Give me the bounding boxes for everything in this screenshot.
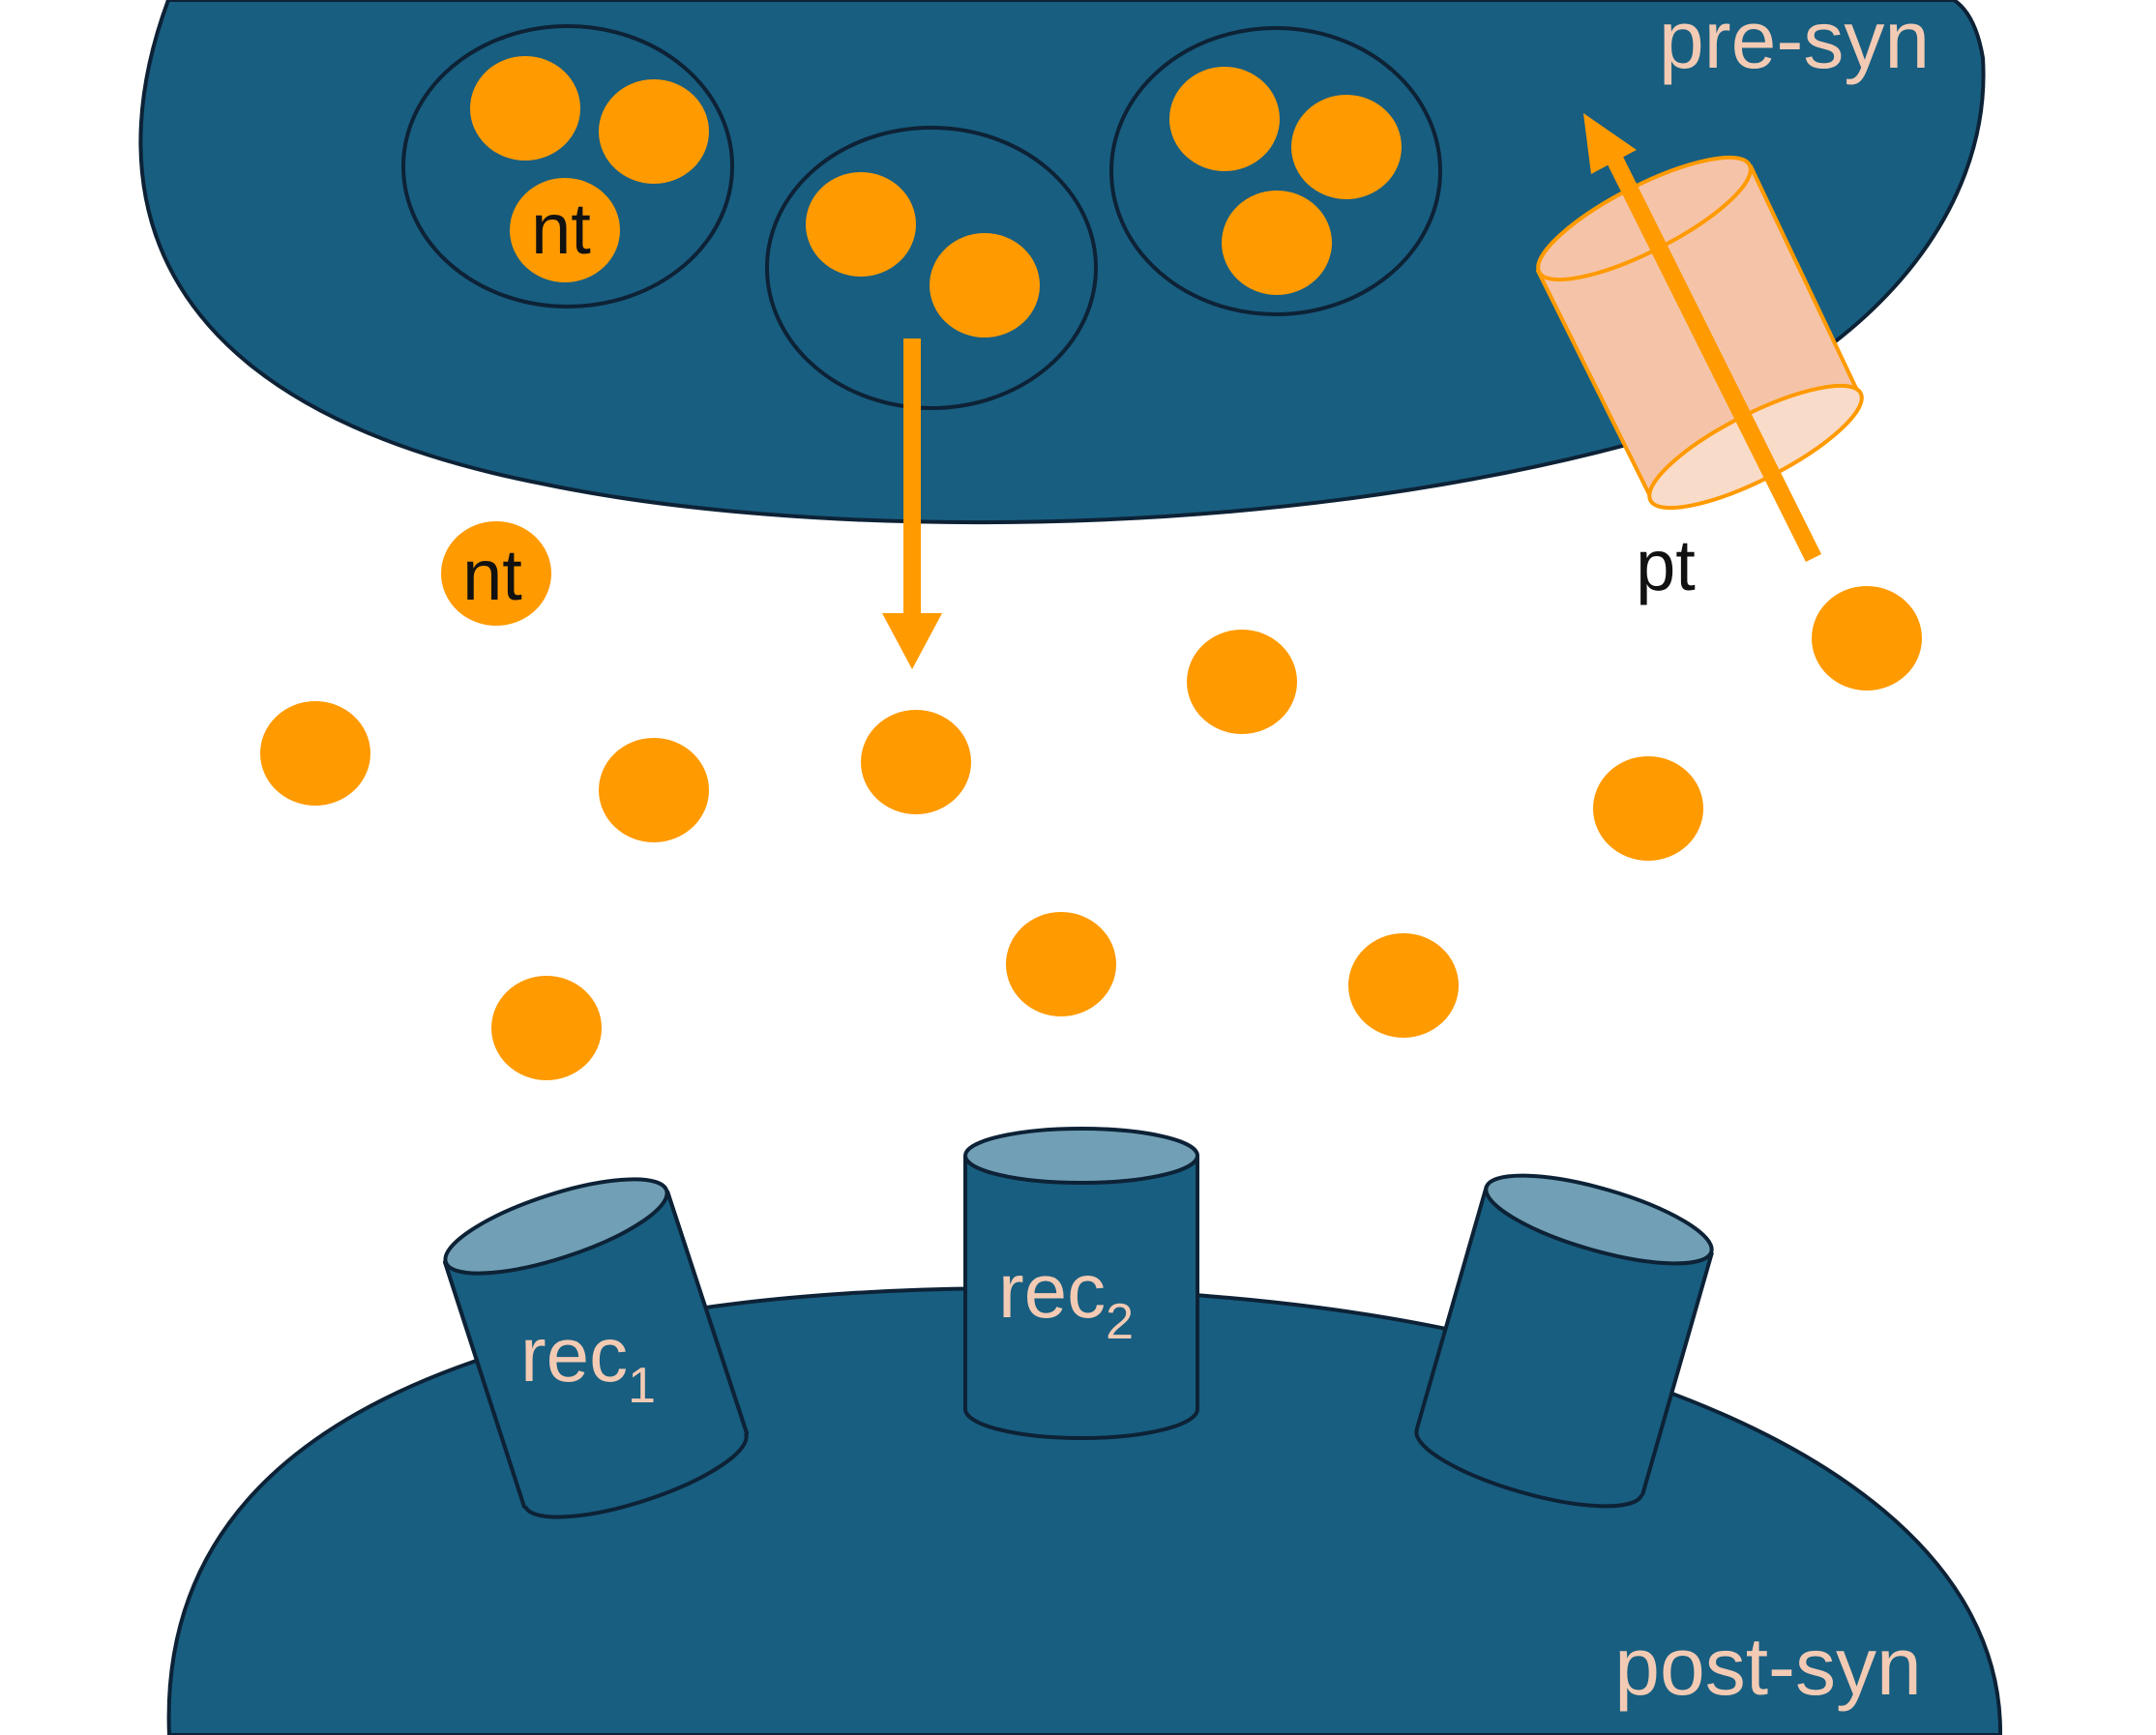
neurotransmitter [1348,933,1459,1038]
vesicle-left: nt [401,24,734,309]
neurotransmitter [441,521,551,626]
nt-label-cleft: nt [462,535,522,615]
neurotransmitter [1187,630,1297,734]
vesicle-right [1109,26,1442,316]
neurotransmitter [1006,912,1116,1016]
synaptic-cleft-neurotransmitters [260,521,1922,1080]
receptor-3 [1414,1173,1714,1509]
neurotransmitter [1812,586,1922,691]
rec1-label: rec1 [520,1311,656,1414]
receptor-2: rec2 [963,1127,1199,1440]
post-syn-label: post-syn [1614,1621,1921,1712]
pt-label: pt [1636,525,1696,605]
pre-syn-label: pre-syn [1659,0,1930,85]
neurotransmitter [260,701,370,806]
rec2-label: rec2 [998,1248,1134,1350]
neurotransmitter [861,710,971,814]
neurotransmitter [491,976,602,1080]
nt-label-vesicle: nt [531,189,591,269]
vesicle-middle [765,126,1098,410]
receptor-1: rec1 [443,1177,749,1519]
neurotransmitter-labeled [510,178,620,282]
release-arrow [882,338,942,669]
neurotransmitter [1593,756,1703,861]
neurotransmitter [599,738,709,842]
reuptake-arrow [1583,113,1822,563]
